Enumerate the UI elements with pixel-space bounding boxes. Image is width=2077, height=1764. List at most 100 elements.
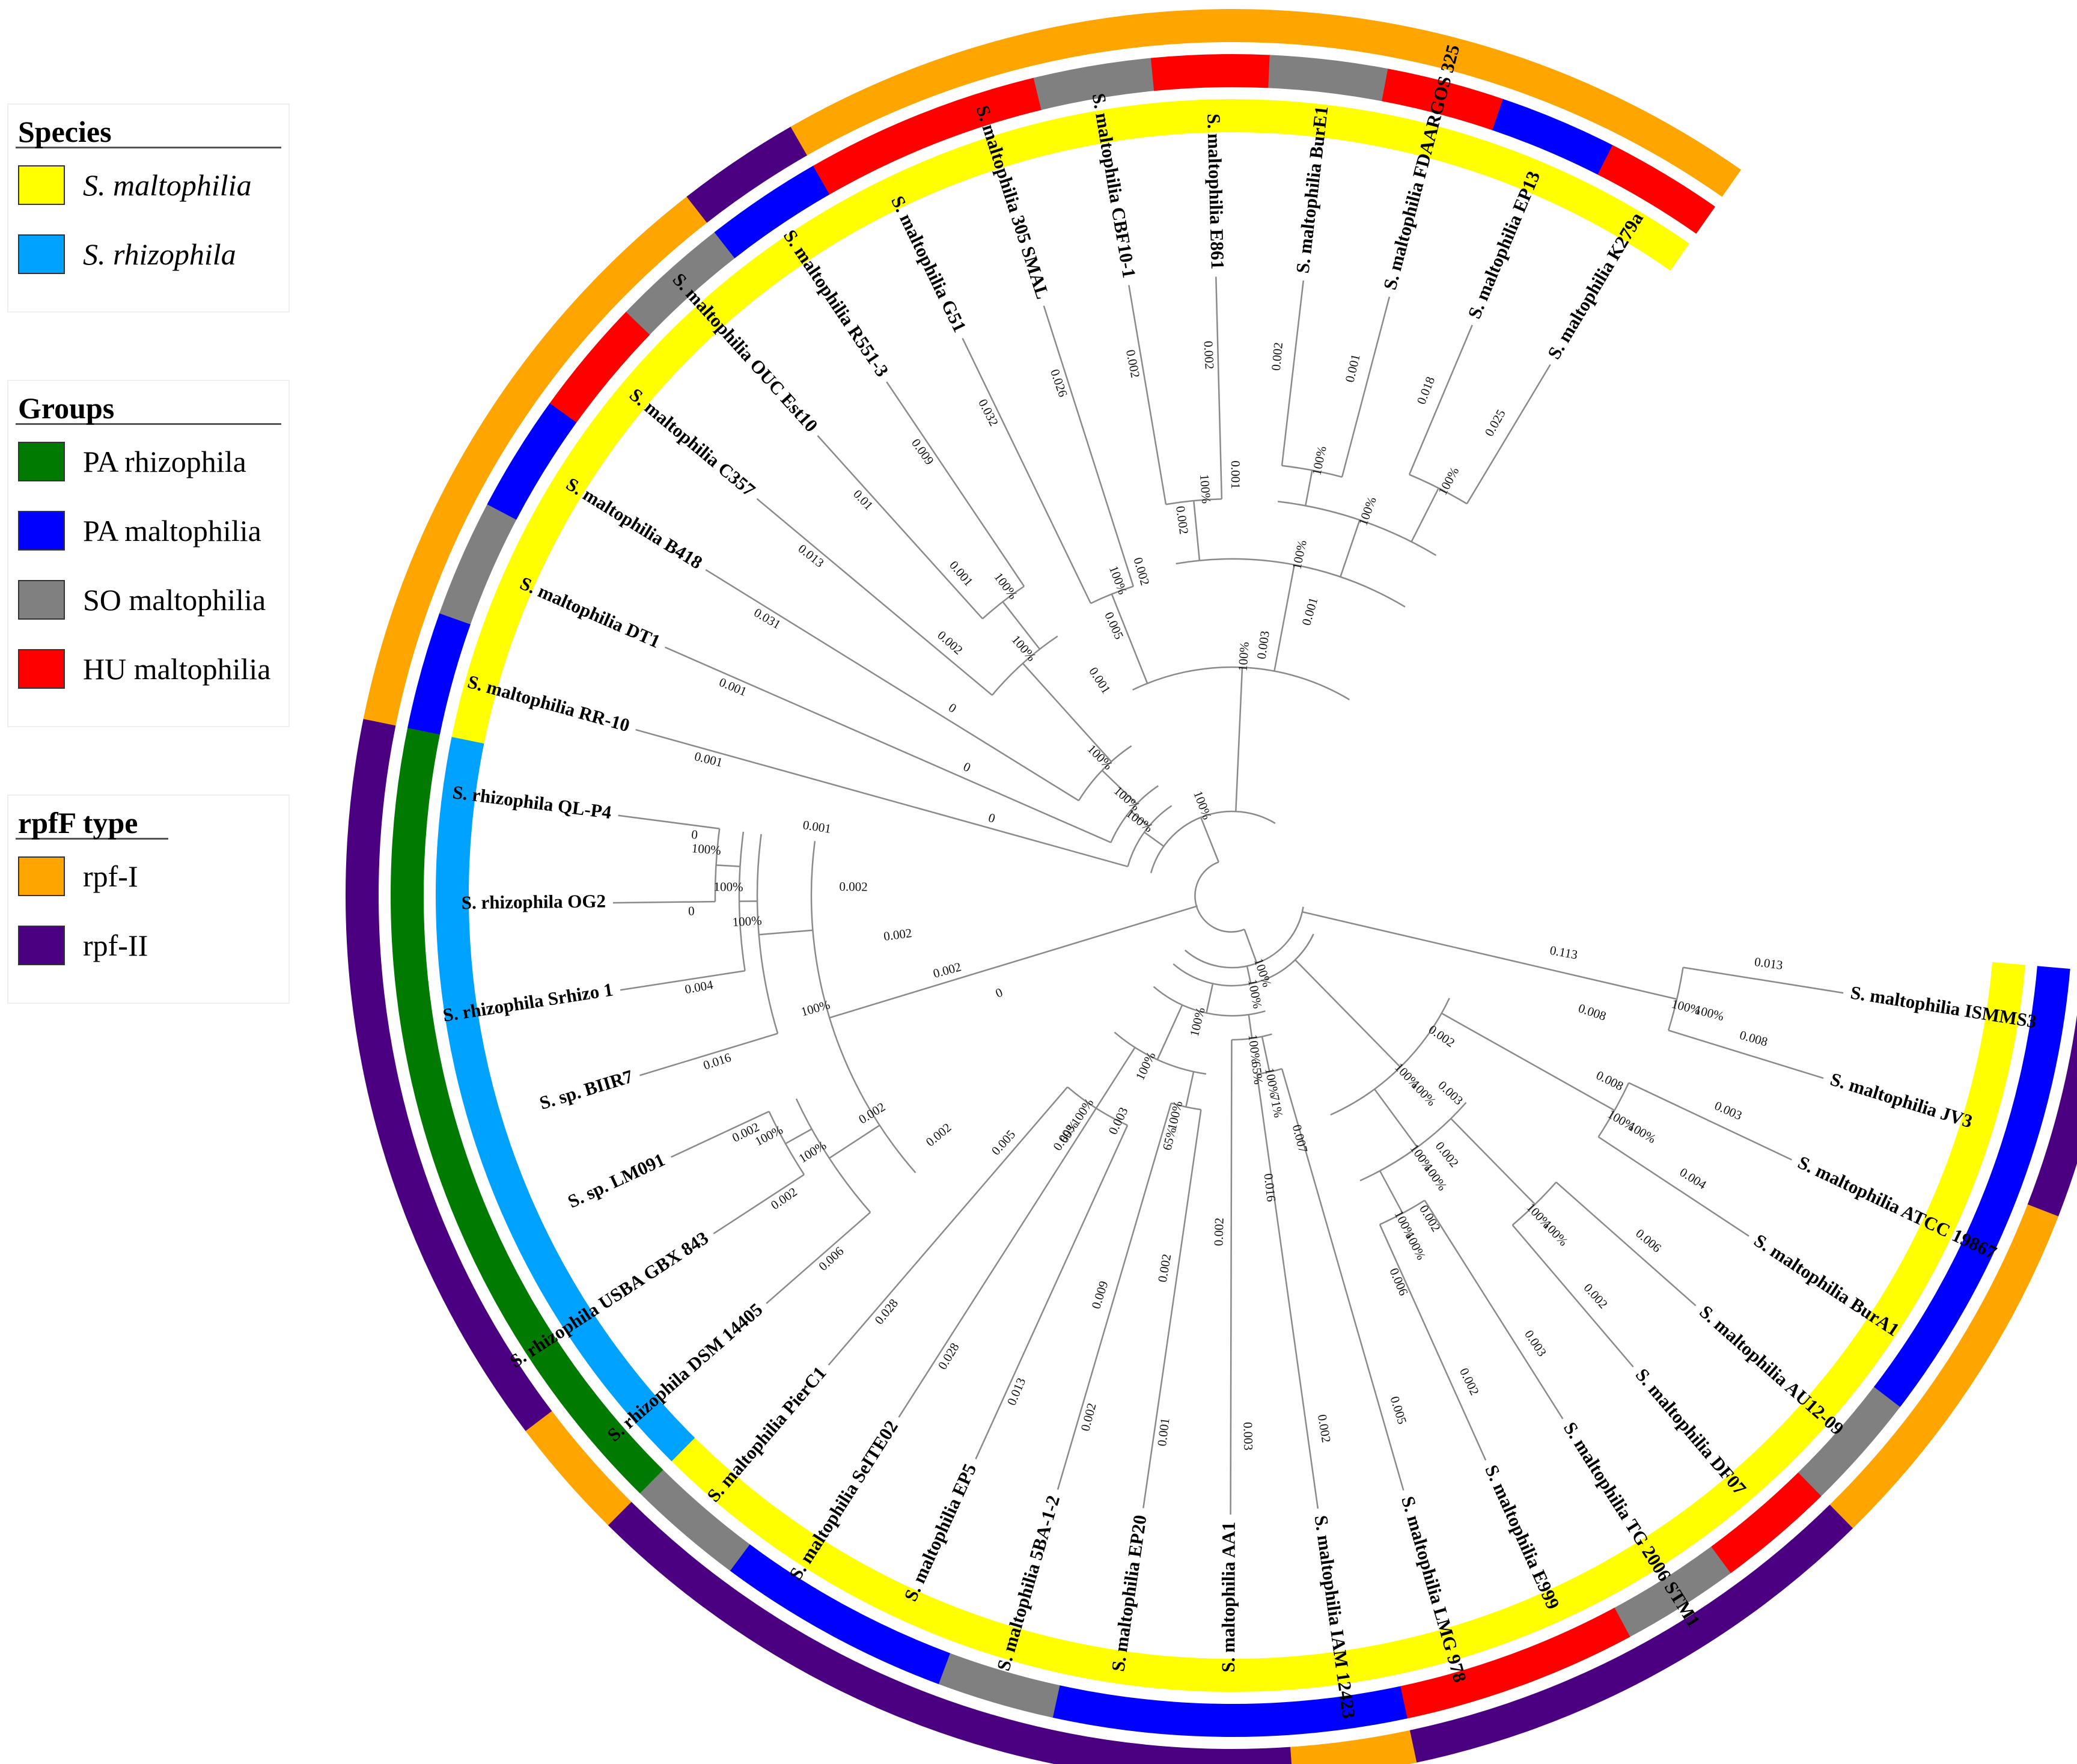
leaf-name-label: S. maltophilia E861 bbox=[1203, 114, 1228, 270]
branch-length-label: 0.005 bbox=[989, 1127, 1018, 1158]
tree-branch bbox=[1102, 770, 1138, 805]
tree-branch bbox=[1130, 810, 1150, 827]
tree-branch bbox=[705, 569, 1079, 802]
bootstrap-support-label: 100% bbox=[1403, 1230, 1429, 1263]
tree-branch bbox=[1261, 1036, 1270, 1072]
species-ring-segment bbox=[535, 1265, 624, 1377]
group-ring-segment bbox=[938, 1653, 1060, 1718]
rpf-ring-segment bbox=[2063, 1015, 2077, 1093]
tree-branch bbox=[1441, 1012, 1615, 1111]
leaf-name-label: S. rhizophila QL-P4 bbox=[451, 781, 612, 823]
group-ring-segment bbox=[1382, 69, 1504, 131]
tree-branch bbox=[1302, 911, 1677, 1000]
rpf-ring-segment bbox=[903, 34, 1032, 103]
tree-branch bbox=[613, 900, 716, 904]
branch-length-label: 0 bbox=[993, 985, 1005, 1001]
species-ring-segment bbox=[658, 267, 763, 367]
branch-length-label: 0.003 bbox=[1435, 1078, 1466, 1108]
species-ring-segment bbox=[526, 429, 614, 541]
tree-branch bbox=[1144, 831, 1165, 847]
branch-length-label: 0.002 bbox=[1581, 1281, 1610, 1311]
legend-title: rpfF type bbox=[18, 806, 138, 840]
tree-branch bbox=[1230, 1039, 1233, 1515]
blue-swatch bbox=[18, 511, 65, 551]
branch-length-label: 0.002 bbox=[856, 1099, 888, 1126]
bootstrap-support-label: 71% bbox=[1267, 1093, 1286, 1119]
tree-branch bbox=[1057, 1103, 1172, 1490]
rpf-ring-segment bbox=[593, 196, 708, 304]
branch-length-label: 0.016 bbox=[701, 1050, 733, 1073]
group-ring-segment bbox=[1614, 1546, 1731, 1637]
rpf-ring-segment bbox=[346, 842, 382, 969]
branch-length-label: 0.002 bbox=[1130, 556, 1152, 587]
species-ring-segment bbox=[742, 204, 853, 294]
tree-branch bbox=[1043, 305, 1134, 587]
bootstrap-support-label: 100% bbox=[1289, 539, 1310, 570]
group-ring-segment bbox=[1268, 55, 1389, 102]
group-ring-segment bbox=[639, 1469, 750, 1571]
tree-branch bbox=[618, 814, 720, 829]
legend-item-pa-rhizophila: PA rhizophila bbox=[8, 425, 288, 494]
leaf-name-label: S. maltophilia IAM 12423 bbox=[1311, 1514, 1360, 1720]
leaf-name-label: S. maltophilia DF07 bbox=[1632, 1364, 1751, 1499]
bootstrap-support-label: 100% bbox=[796, 1138, 829, 1165]
tree-branch bbox=[635, 728, 1128, 867]
tree-branch bbox=[829, 905, 1198, 1019]
bootstrap-support-label: 100% bbox=[1123, 806, 1156, 835]
tree-branch bbox=[829, 1125, 880, 1159]
tree-branch bbox=[1424, 1200, 1564, 1420]
species-ring-segment bbox=[671, 1437, 777, 1535]
tree-branch bbox=[1668, 1030, 1824, 1079]
group-ring-segment bbox=[1492, 99, 1614, 175]
species-ring-segment bbox=[1494, 1567, 1609, 1644]
bootstrap-support-label: 100% bbox=[799, 997, 832, 1019]
tree-branch bbox=[1128, 285, 1167, 505]
rpf-ring-segment bbox=[1146, 8, 1273, 46]
bootstrap-support-label: 100% bbox=[1236, 641, 1252, 671]
tree-branch bbox=[1340, 519, 1361, 578]
species-ring-segment bbox=[1766, 1359, 1865, 1465]
tree-arc bbox=[1090, 585, 1134, 604]
tree-branch bbox=[817, 435, 983, 620]
branch-length-label: 0.002 bbox=[883, 926, 913, 944]
rpf-ring-segment bbox=[790, 72, 917, 156]
branch-length-label: 0.001 bbox=[1154, 1417, 1172, 1447]
group-ring-segment bbox=[714, 165, 831, 258]
group-ring-segment bbox=[1509, 1607, 1630, 1686]
rpf-ring-segment bbox=[1022, 13, 1151, 67]
tree-branch bbox=[1281, 1068, 1404, 1491]
tree-branch bbox=[1206, 983, 1214, 1013]
branch-length-label: 0.002 bbox=[1201, 341, 1216, 370]
group-ring-segment bbox=[1873, 1291, 1966, 1408]
tree-branch bbox=[886, 381, 1025, 587]
legend-item-hu-maltophilia: HU maltophilia bbox=[8, 632, 288, 701]
branch-length-label: 0.004 bbox=[1677, 1165, 1709, 1192]
leaf-name-label: S. maltophilia DT1 bbox=[517, 572, 663, 652]
tree-arc bbox=[1127, 805, 1173, 867]
rpf-ring-segment bbox=[348, 965, 400, 1093]
species-ring-segment bbox=[436, 847, 472, 962]
species-ring-segment bbox=[1373, 112, 1489, 173]
branch-length-label: 0.013 bbox=[796, 542, 827, 570]
tree-branch bbox=[785, 1128, 813, 1144]
tree-branch bbox=[1597, 1136, 1749, 1237]
tree-branch bbox=[1408, 325, 1473, 475]
leaf-name-label: S. maltophilia R551-3 bbox=[779, 226, 893, 381]
bootstrap-support-label: 100% bbox=[1008, 632, 1038, 664]
rpf-ring-segment bbox=[608, 1501, 723, 1607]
branch-length-label: 0.002 bbox=[1417, 1203, 1444, 1234]
leaf-name-label: S. maltophilia PierC1 bbox=[703, 1363, 830, 1506]
bootstrap-support-label: 100% bbox=[1111, 783, 1143, 813]
gray-swatch bbox=[18, 580, 65, 620]
branch-length-label: 0 bbox=[961, 759, 973, 775]
species-ring-segment bbox=[953, 1610, 1070, 1674]
tree-branch bbox=[1142, 1109, 1202, 1509]
group-ring-segment bbox=[813, 114, 933, 195]
species-ring-segment bbox=[455, 1064, 519, 1180]
legend-label: HU maltophilia bbox=[83, 652, 271, 686]
tree-branch bbox=[1305, 470, 1313, 506]
rpf-ring-segment bbox=[397, 483, 477, 609]
tree-branch bbox=[1379, 1170, 1404, 1214]
branch-length-label: 0.003 bbox=[1254, 630, 1272, 660]
group-ring-segment bbox=[392, 727, 441, 848]
